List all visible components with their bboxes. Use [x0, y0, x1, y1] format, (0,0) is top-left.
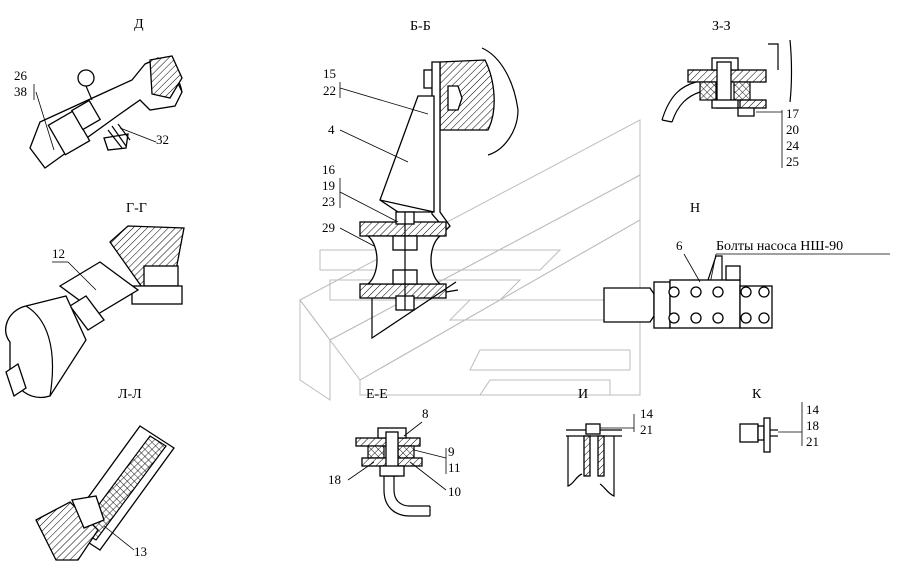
- callout-d-26: 26: [14, 68, 28, 83]
- callout-ee-9: 9: [448, 444, 455, 459]
- callout-bb-22: 22: [323, 83, 336, 98]
- callout-bb-29: 29: [322, 220, 335, 235]
- callout-bb-15: 15: [323, 66, 336, 81]
- view-n: Н Болты насоса НШ-90 6: [603, 201, 890, 329]
- pump-bolt-pattern: [668, 286, 770, 324]
- view-d: Д 26 38 32: [14, 17, 183, 169]
- view-k-title: К: [752, 387, 762, 402]
- view-bb-title: Б-Б: [410, 19, 431, 34]
- view-gg-title: Г-Г: [126, 201, 147, 216]
- callout-ee-11: 11: [448, 460, 461, 475]
- callout-d-32: 32: [156, 132, 169, 147]
- view-i: И 14 21: [566, 387, 654, 497]
- view-zz-title: З-З: [712, 19, 731, 34]
- note-pump-bolts: Болты насоса НШ-90: [716, 239, 843, 254]
- callout-ee-8: 8: [422, 406, 429, 421]
- view-d-title: Д: [134, 17, 144, 32]
- callout-bb-4: 4: [328, 122, 335, 137]
- callout-bb-23: 23: [322, 194, 335, 209]
- callout-i-14: 14: [640, 406, 654, 421]
- view-ee: Е-Е 8 9 11 18 10: [328, 387, 461, 517]
- callout-i-21: 21: [640, 422, 653, 437]
- view-bb: Б-Б 15 22 4 16 19 23 29: [322, 19, 519, 340]
- callout-bb-19: 19: [322, 178, 335, 193]
- callout-zz-24: 24: [786, 138, 800, 153]
- callout-zz-17: 17: [786, 106, 800, 121]
- callout-bb-16: 16: [322, 162, 336, 177]
- view-k: К 14 18 21: [739, 387, 820, 453]
- callout-k-14: 14: [806, 402, 820, 417]
- view-zz: З-З 17 20 24 25: [661, 19, 800, 169]
- callout-d-38: 38: [14, 84, 27, 99]
- callout-ll-13: 13: [134, 544, 147, 559]
- watermark-logo: [299, 119, 641, 401]
- callout-k-21: 21: [806, 434, 819, 449]
- view-n-title: Н: [690, 201, 700, 216]
- view-ee-title: Е-Е: [366, 387, 388, 402]
- view-ll-title: Л-Л: [118, 387, 142, 402]
- callout-gg-12: 12: [52, 246, 65, 261]
- callout-ee-10: 10: [448, 484, 461, 499]
- view-i-title: И: [578, 387, 588, 402]
- callout-zz-25: 25: [786, 154, 799, 169]
- callout-ee-18: 18: [328, 472, 341, 487]
- callout-zz-20: 20: [786, 122, 799, 137]
- callout-k-18: 18: [806, 418, 819, 433]
- callout-n-6: 6: [676, 238, 683, 253]
- view-ll: Л-Л 13: [35, 387, 175, 561]
- view-gg: Г-Г 12: [5, 201, 185, 398]
